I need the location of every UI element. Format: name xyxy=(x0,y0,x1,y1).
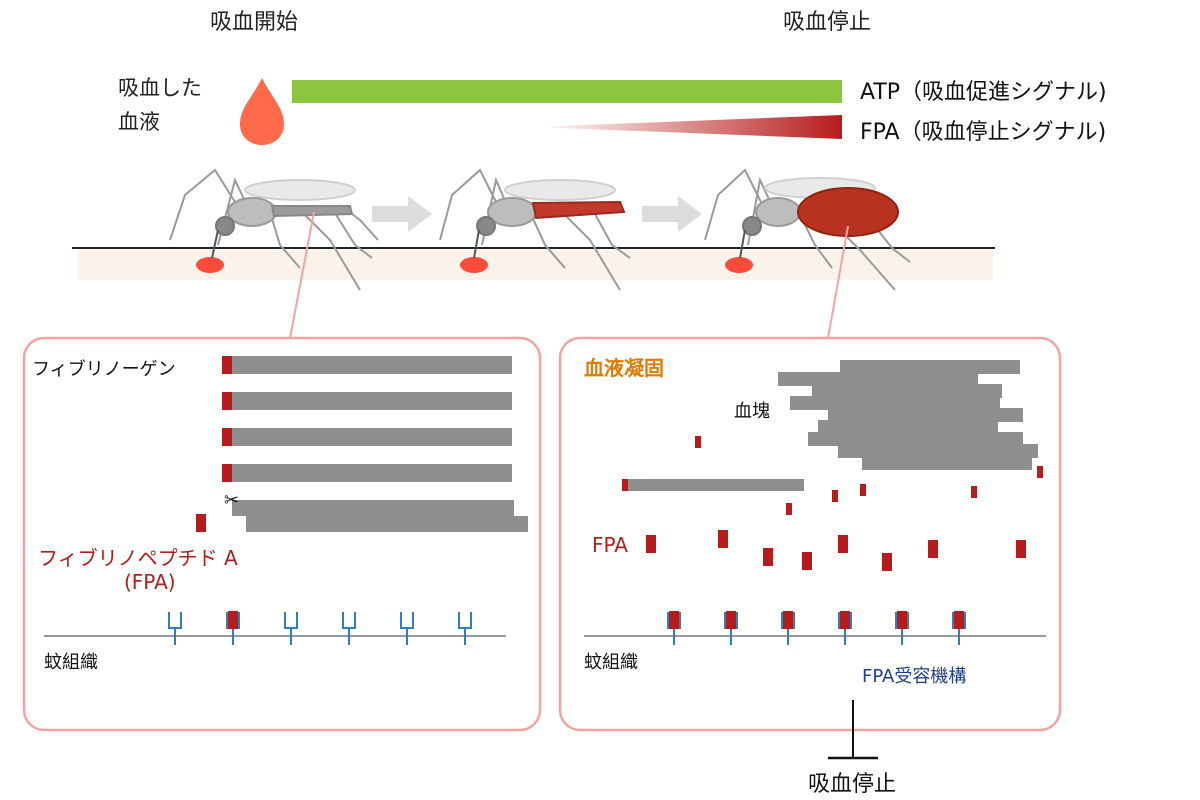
feeding-start-label: 吸血開始 xyxy=(210,10,299,35)
clot-label: 血塊 xyxy=(734,401,770,422)
atp-signal-bar xyxy=(292,80,842,103)
fpa-receptors-right xyxy=(667,612,966,645)
right-panel-frame xyxy=(558,336,1062,732)
blood-drop-icon xyxy=(240,78,284,145)
receptor-icon xyxy=(400,612,414,645)
blood-spot xyxy=(196,257,224,273)
left-tissue-label: 蚊組織 xyxy=(44,652,98,673)
fibrinopeptide-label: フィブリノペプチド A xyxy=(38,546,238,570)
right-fpa-label: FPA xyxy=(592,533,628,557)
receptor-icon xyxy=(458,612,472,645)
mosquito-feeding-start xyxy=(169,168,379,291)
fibrinogen-bar xyxy=(222,356,232,374)
progress-arrow-icon xyxy=(642,196,702,232)
receptor-label: FPA受容機構 xyxy=(862,666,967,687)
blood-spot xyxy=(725,257,753,273)
bound-fpa xyxy=(228,611,238,629)
scattered-fpa xyxy=(646,436,1043,571)
mosquito-feeding-mid xyxy=(439,168,631,291)
fibrinogen-bar xyxy=(622,479,628,491)
fibrin-bar xyxy=(246,516,528,532)
fibrinogen-bar xyxy=(222,392,232,410)
receptor-icon xyxy=(342,612,356,645)
fibrinogen-bar xyxy=(628,479,804,491)
fibrinogen-bar xyxy=(222,464,232,482)
fibrinogen-bars xyxy=(222,356,528,532)
fpa-signal-wedge xyxy=(535,115,842,139)
blood-spot xyxy=(460,257,488,273)
fpa-receptors-left xyxy=(168,612,472,645)
fpa-abbrev-label: (FPA) xyxy=(124,570,176,594)
receptor-icon xyxy=(284,612,298,645)
feeding-stop-label: 吸血停止 xyxy=(783,10,872,35)
feeding-stop-result: 吸血停止 xyxy=(808,772,897,797)
fibrinogen-bar xyxy=(232,464,512,482)
blood-label-line1: 吸血した xyxy=(118,76,202,100)
fibrinogen-bar xyxy=(232,392,512,410)
callout-connector-right xyxy=(826,225,862,339)
fibrinogen-bar xyxy=(232,428,512,446)
fibrinogen-bar xyxy=(222,428,232,446)
blood-label-line2: 血液 xyxy=(118,110,160,134)
fibrinogen-label: フィブリノーゲン xyxy=(32,359,176,380)
fibrinogen-bar xyxy=(232,356,512,374)
atp-signal-label: ATP（吸血促進シグナル) xyxy=(860,80,1107,105)
left-panel-frame xyxy=(22,336,542,732)
bound-fpa-right xyxy=(669,611,964,629)
clot-bars xyxy=(778,360,1038,470)
receptor-icon xyxy=(168,612,182,645)
scissors-icon: ✂ xyxy=(224,490,239,511)
right-tissue-label: 蚊組織 xyxy=(584,652,638,673)
fibrin-bar xyxy=(232,500,514,516)
fpa-signal-label: FPA（吸血停止シグナル) xyxy=(860,120,1107,145)
mosquito-feeding-end xyxy=(704,168,911,291)
progress-arrow-icon xyxy=(372,196,432,232)
coagulation-label: 血液凝固 xyxy=(584,356,664,380)
cleaved-fpa xyxy=(196,514,206,532)
